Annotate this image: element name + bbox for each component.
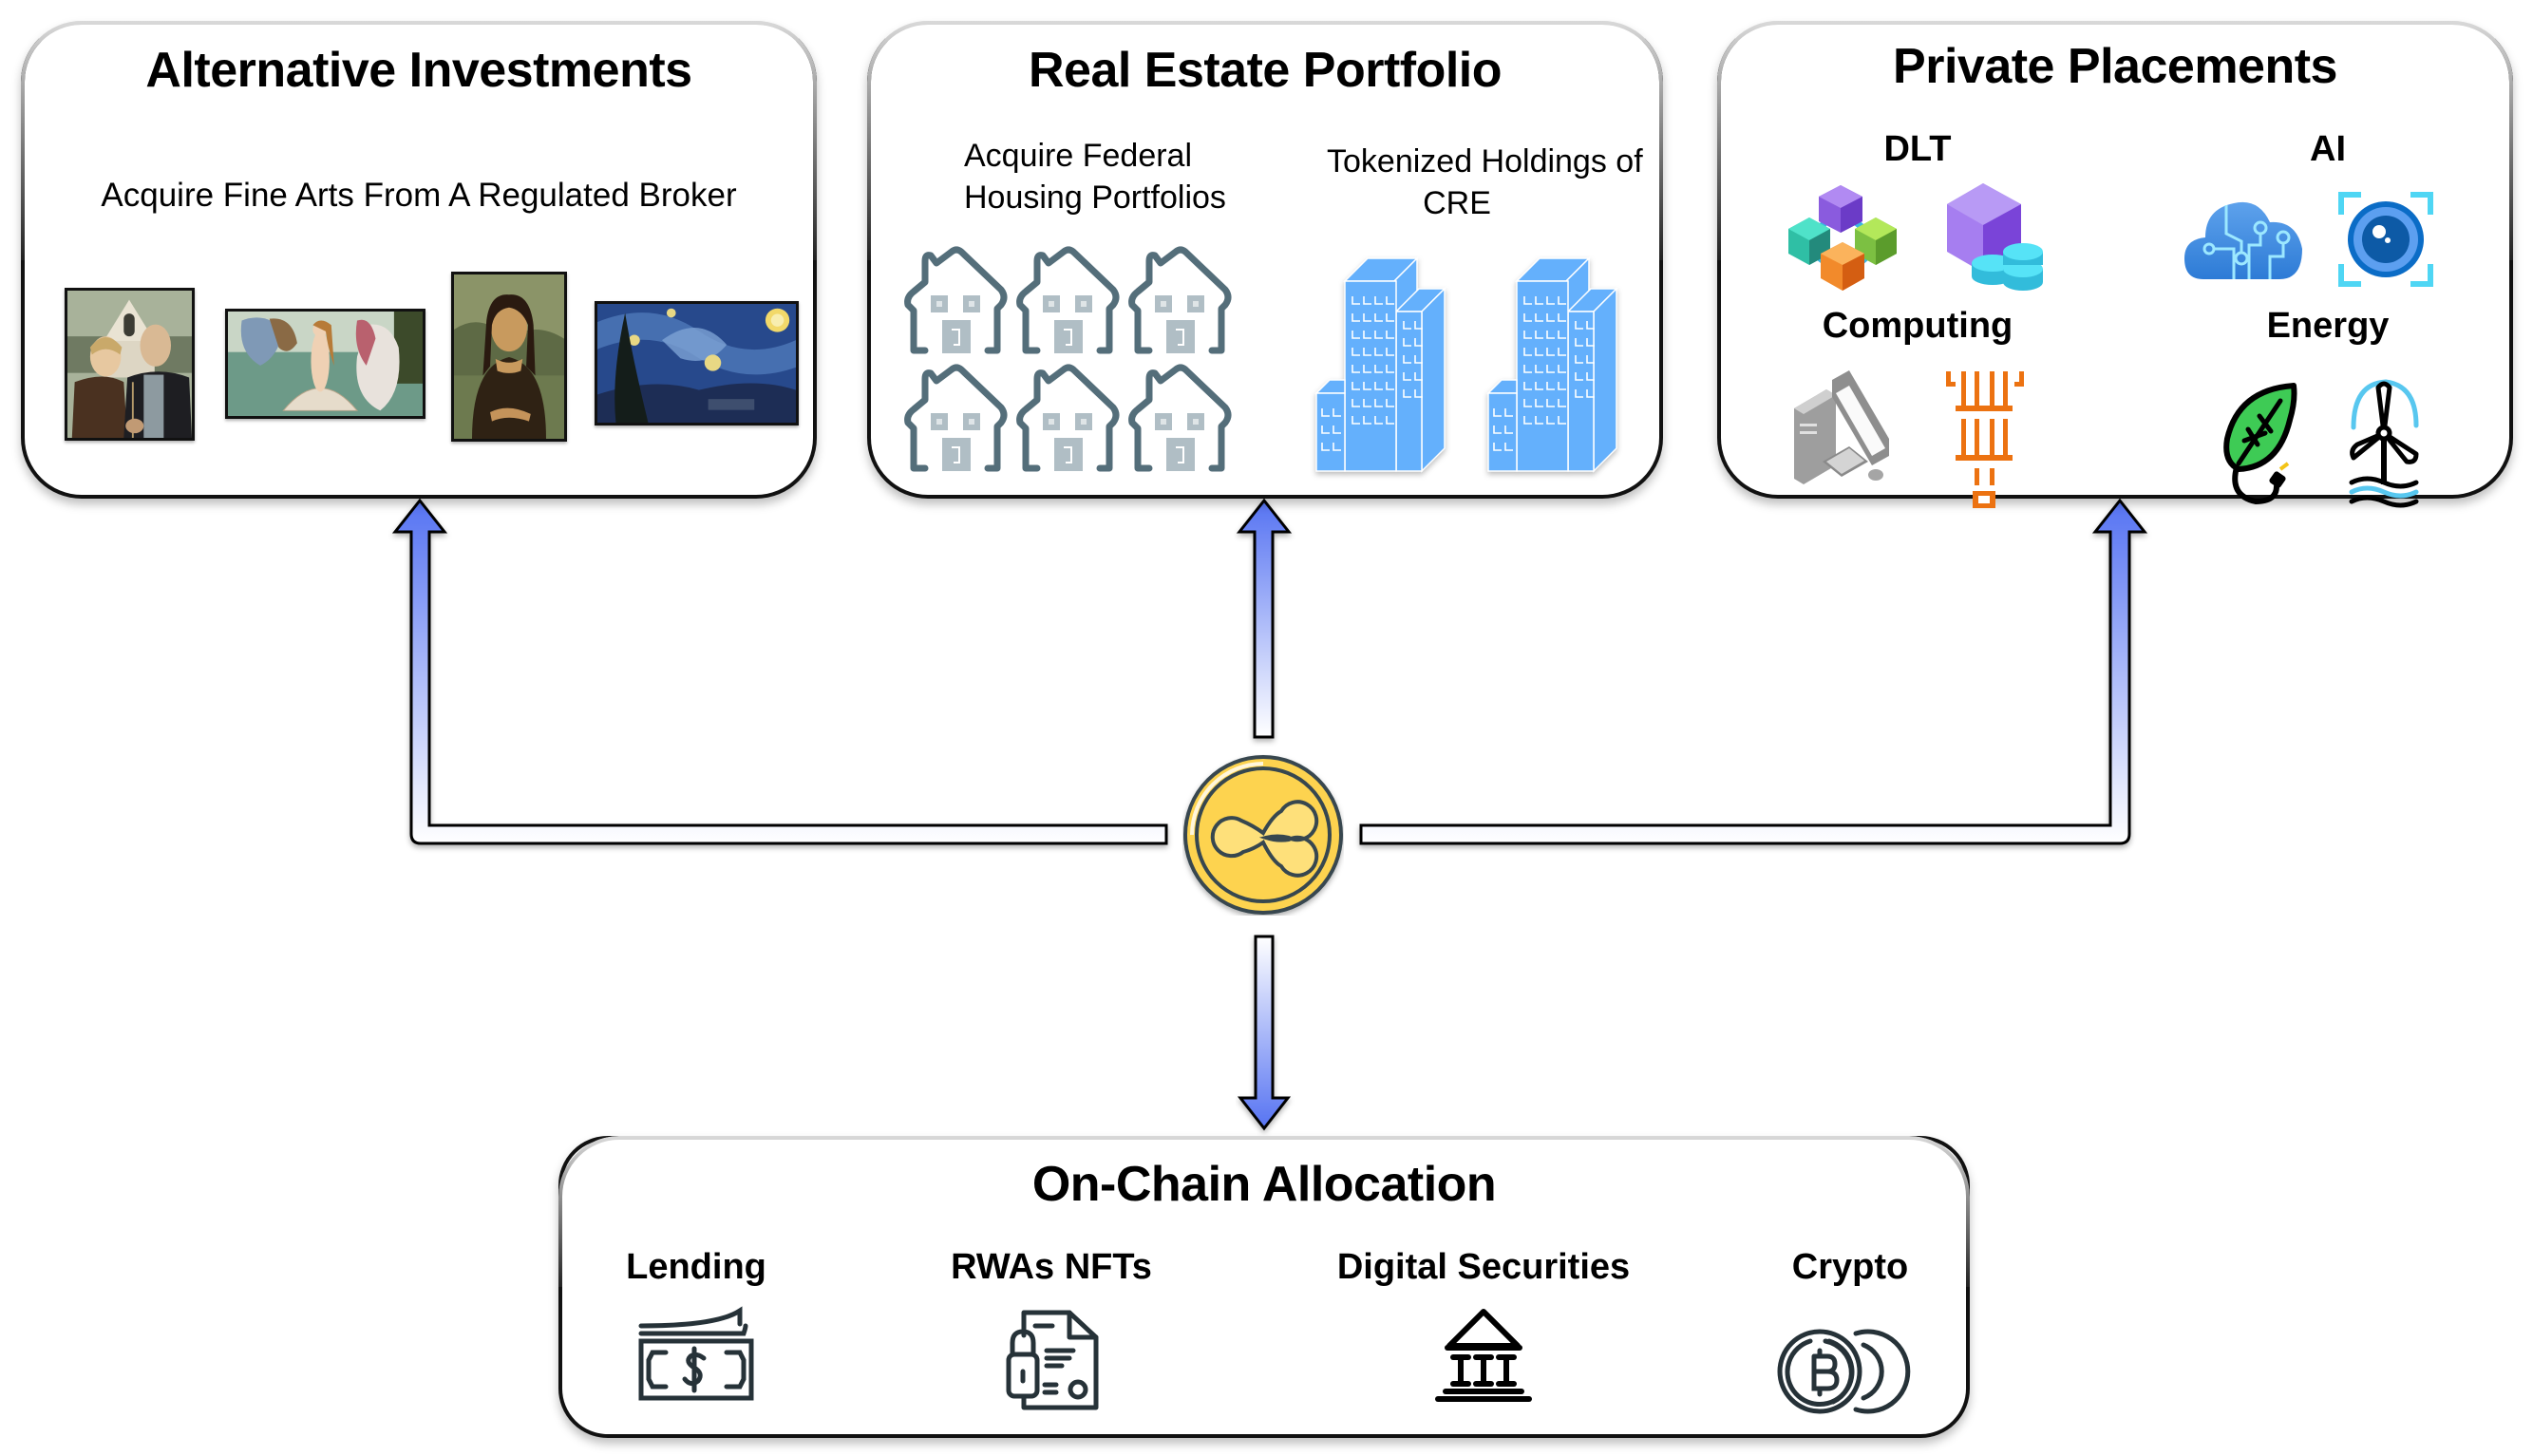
block-storage-icon — [1947, 183, 2044, 293]
group-label-computing: Computing — [1822, 306, 2013, 346]
office-building-icon — [1314, 256, 1446, 473]
painting-american-gothic — [65, 288, 195, 441]
painting-mona-lisa — [451, 272, 567, 442]
quantum-processor-icon — [1946, 366, 2024, 508]
cash-icon — [638, 1306, 754, 1401]
card-title: Private Placements — [1893, 39, 2337, 94]
card-title: On-Chain Allocation — [1031, 1157, 1497, 1212]
federal-housing-caption: Acquire Federal Housing Portfolios — [964, 135, 1226, 218]
group-label-dlt: DLT — [1883, 129, 1952, 169]
computer-vision-icon — [2338, 192, 2433, 287]
on-chain-allocation-card: On-Chain Allocation — [558, 1136, 1970, 1438]
bank-icon — [1434, 1308, 1533, 1403]
bitcoin-coins-icon — [1776, 1328, 1911, 1415]
arrow-to-on-chain-allocation — [1237, 935, 1292, 1131]
arrow-to-alternative-investments — [391, 498, 1168, 845]
green-energy-leaf-icon — [2220, 382, 2297, 507]
caption-line: Acquire Federal — [964, 138, 1193, 174]
locked-document-icon — [1006, 1309, 1099, 1410]
blockchain-network-icon — [1788, 183, 1898, 293]
house-icon — [904, 364, 1009, 472]
item-label-rwas-nfts: RWAs NFTs — [951, 1247, 1152, 1287]
house-icon — [1128, 364, 1233, 472]
painting-starry-night — [595, 301, 799, 425]
house-icon — [1016, 364, 1121, 472]
card-subtitle: Acquire Fine Arts From A Regulated Broke… — [101, 177, 737, 214]
caption-line: Tokenized Holdings of — [1327, 143, 1643, 180]
tokenized-cre-caption: Tokenized Holdings of CRE — [1327, 141, 1643, 224]
painting-birth-of-venus — [225, 309, 425, 419]
house-icon — [904, 246, 1009, 354]
house-icon — [1016, 246, 1121, 354]
house-icon — [1128, 246, 1233, 354]
card-title: Real Estate Portfolio — [1028, 43, 1503, 98]
xrp-coin-icon — [1182, 754, 1344, 916]
office-building-icon — [1486, 256, 1618, 473]
group-label-ai: AI — [2310, 129, 2346, 169]
item-label-lending: Lending — [626, 1247, 766, 1287]
card-title: Alternative Investments — [145, 43, 692, 98]
wind-turbine-icon — [2348, 378, 2419, 508]
ai-cloud-icon — [2184, 198, 2302, 279]
arrow-to-real-estate — [1236, 498, 1293, 739]
item-label-crypto: Crypto — [1791, 1247, 1909, 1287]
item-label-digital-securities: Digital Securities — [1336, 1247, 1631, 1287]
arrow-to-private-placements — [1359, 498, 2148, 845]
caption-line: CRE — [1423, 185, 1491, 221]
desktop-computer-icon — [1794, 370, 1889, 489]
group-label-energy: Energy — [2266, 306, 2390, 346]
caption-line: Housing Portfolios — [964, 180, 1226, 216]
